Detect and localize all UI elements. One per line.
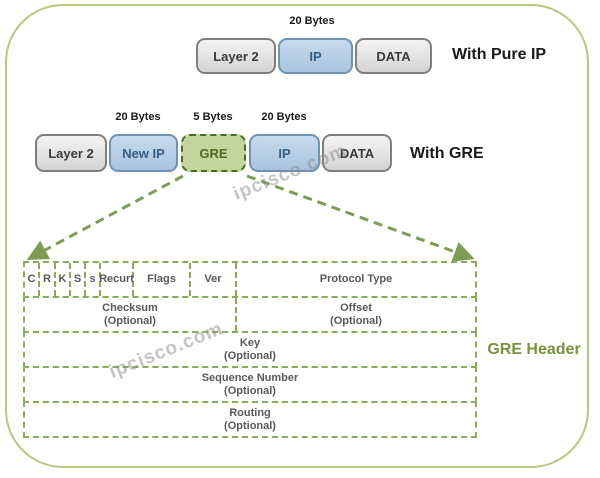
field-cell-routing: Routing (Optional) — [25, 403, 475, 436]
pure-ip-row-title: With Pure IP — [452, 46, 547, 63]
gre-header-title: GRE Header — [487, 341, 581, 358]
offset-note: (Optional) — [330, 314, 382, 327]
field-cell-offset: Offset (Optional) — [237, 298, 475, 331]
gre-newip-byte-label: 20 Bytes — [115, 111, 161, 123]
field-cell-key: Key (Optional) — [25, 333, 475, 366]
pure-ip-ip-box: IP — [278, 38, 353, 74]
gre-ip-box: IP — [249, 134, 320, 172]
bit-cell-s-lower: s — [86, 263, 101, 296]
bit-cell-k: K — [56, 263, 71, 296]
key-name: Key — [239, 336, 261, 349]
sequence-note: (Optional) — [224, 384, 276, 397]
offset-name: Offset — [340, 301, 372, 314]
gre-newip-box: New IP — [109, 134, 178, 172]
gre-data-box: DATA — [322, 134, 392, 172]
gre-layer2-box: Layer 2 — [35, 134, 107, 172]
checksum-name: Checksum — [102, 301, 158, 314]
gre-gre-byte-label: 5 Bytes — [193, 111, 233, 123]
gre-header-bit-row: C R K S s Recurt Flags Ver Protocol Type — [23, 261, 477, 298]
pure-ip-byte-label: 20 Bytes — [289, 15, 335, 27]
sequence-name: Sequence Number — [201, 371, 299, 384]
bit-cell-s-upper: S — [71, 263, 86, 296]
pure-ip-layer2-box: Layer 2 — [196, 38, 276, 74]
field-cell-flags: Flags — [134, 263, 191, 296]
gre-row-title: With GRE — [410, 145, 484, 162]
bit-cell-c: C — [25, 263, 40, 296]
checksum-note: (Optional) — [104, 314, 156, 327]
gre-header-key-row: Key (Optional) — [23, 331, 477, 368]
field-cell-ver: Ver — [191, 263, 237, 296]
bit-cell-r: R — [40, 263, 56, 296]
gre-header-table: C R K S s Recurt Flags Ver Protocol Type… — [23, 261, 477, 438]
pure-ip-data-box: DATA — [355, 38, 432, 74]
outer-rounded-frame — [5, 4, 589, 468]
field-cell-checksum: Checksum (Optional) — [25, 298, 237, 331]
gre-gre-box: GRE — [181, 134, 246, 172]
field-cell-sequence-number: Sequence Number (Optional) — [25, 368, 475, 401]
gre-header-checksum-offset-row: Checksum (Optional) Offset (Optional) — [23, 296, 477, 333]
gre-header-routing-row: Routing (Optional) — [23, 401, 477, 438]
field-cell-protocol-type: Protocol Type — [319, 273, 393, 285]
key-note: (Optional) — [224, 349, 276, 362]
routing-name: Routing — [229, 406, 271, 419]
routing-note: (Optional) — [224, 419, 276, 432]
gre-ip-byte-label: 20 Bytes — [261, 111, 307, 123]
field-cell-recurt: Recurt — [99, 263, 134, 296]
gre-header-sequence-row: Sequence Number (Optional) — [23, 366, 477, 403]
